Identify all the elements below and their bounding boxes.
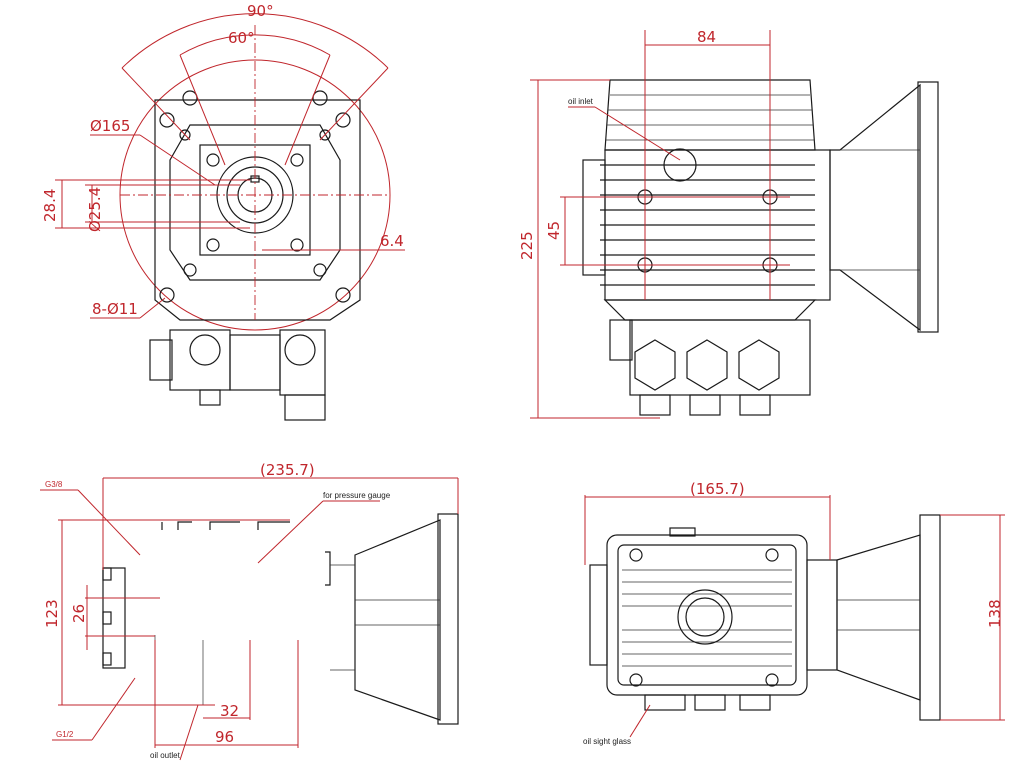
oil-inlet-plug bbox=[663, 148, 697, 182]
cooling-fins bbox=[600, 164, 815, 286]
angle-90-label: 90° bbox=[247, 2, 274, 20]
oil-sight-glass bbox=[677, 589, 733, 645]
flange-plate bbox=[154, 99, 361, 321]
oil-inlet-label: oil inlet bbox=[568, 97, 594, 106]
cover-fins bbox=[622, 569, 792, 667]
top-view: 84 oil inlet 225 45 bbox=[518, 28, 939, 419]
bell-housing-side bbox=[354, 519, 441, 721]
angle-60-label: 60° bbox=[228, 29, 255, 47]
valve-cap-1 bbox=[634, 339, 676, 391]
front-view: 90° 60° Ø165 28.4 Ø25.4 6.4 8-Ø11 bbox=[41, 2, 405, 421]
pressure-gauge-label: for pressure gauge bbox=[323, 491, 391, 500]
dim-165-7-label: (165.7) bbox=[690, 480, 745, 498]
dim-32-label: 32 bbox=[220, 702, 239, 720]
valve-manifold bbox=[629, 319, 811, 396]
crankcase-top bbox=[604, 79, 816, 151]
dim-28-4-label: 28.4 bbox=[41, 189, 59, 222]
bolt-holes-label: 8-Ø11 bbox=[92, 300, 138, 318]
rear-view: (165.7) 138 oil sight glass bbox=[583, 480, 1005, 746]
dim-138-label: 138 bbox=[986, 599, 1004, 628]
dim-45-label: 45 bbox=[545, 221, 563, 240]
flange-octagon bbox=[169, 124, 341, 281]
bolt-holes bbox=[159, 90, 351, 303]
dim-96-label: 96 bbox=[215, 728, 234, 746]
valve-cap-3 bbox=[738, 339, 780, 391]
mounting-flange bbox=[917, 81, 939, 333]
mounting-flange-rear bbox=[919, 514, 941, 721]
oil-outlet-label: oil outlet bbox=[150, 751, 181, 760]
bell-housing-rear bbox=[836, 534, 921, 701]
port-g12-label: G1/2 bbox=[56, 730, 74, 739]
angle-90-arc bbox=[121, 13, 389, 69]
dim-6-4-label: 6.4 bbox=[380, 232, 404, 250]
port-g38-label: G3/8 bbox=[45, 480, 63, 489]
dia-25-4-label: Ø25.4 bbox=[86, 187, 104, 232]
dim-26-label: 26 bbox=[70, 604, 88, 623]
dim-235-7-label: (235.7) bbox=[260, 461, 315, 479]
valve-manifold-front bbox=[149, 329, 326, 421]
oil-sight-glass-label: oil sight glass bbox=[583, 737, 631, 746]
dia-165-label: Ø165 bbox=[90, 117, 130, 135]
dim-84-label: 84 bbox=[697, 28, 716, 46]
valve-cap-2 bbox=[686, 339, 728, 391]
mounting-flange-side bbox=[437, 513, 459, 725]
side-view: (235.7) G3/8 for pressure gauge 123 26 G… bbox=[40, 461, 459, 761]
dim-123-label: 123 bbox=[43, 599, 61, 628]
bell-housing bbox=[829, 83, 921, 332]
dim-225-label: 225 bbox=[518, 231, 536, 260]
